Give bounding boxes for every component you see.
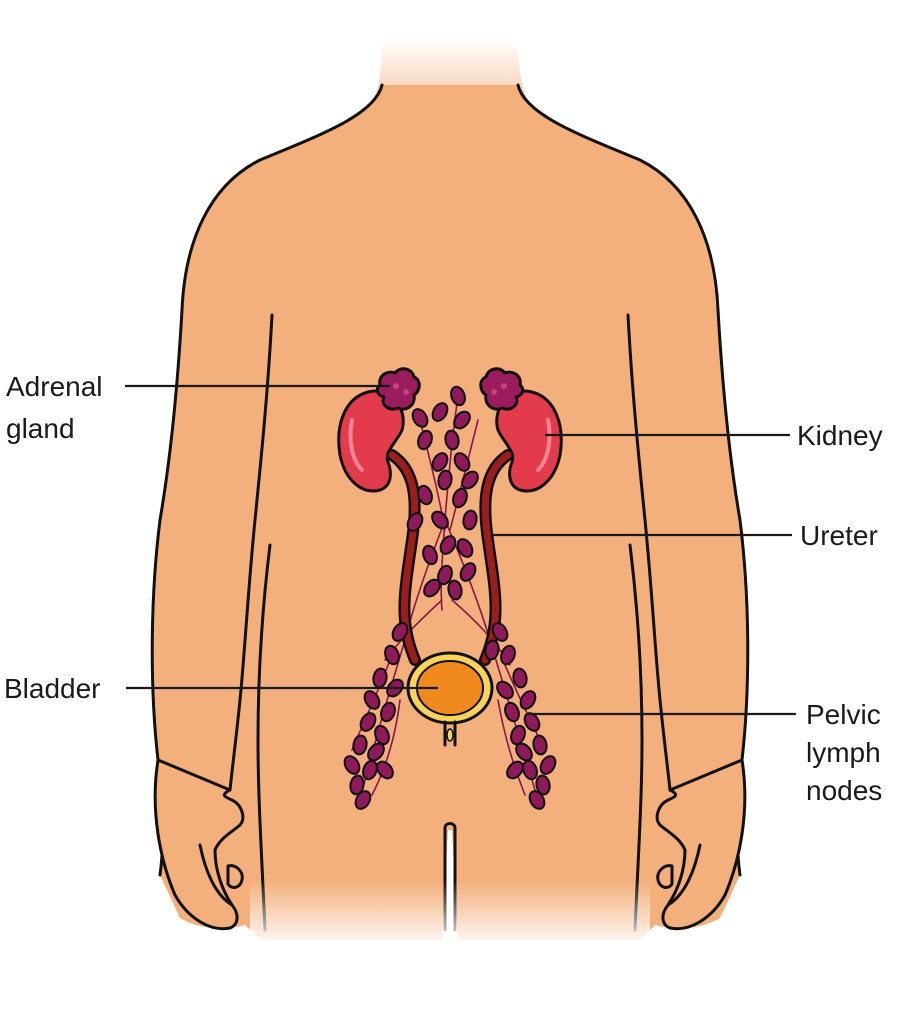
bladder-label: Bladder	[4, 673, 101, 704]
lymph-node	[444, 429, 460, 451]
lymph-node	[422, 544, 438, 566]
lymph-node	[462, 509, 478, 531]
left-hand	[153, 758, 245, 931]
lymph-node	[391, 622, 409, 642]
lymph-node	[456, 538, 474, 558]
lymph-node	[450, 385, 466, 407]
lymph-node	[406, 512, 424, 532]
lymph-node	[376, 760, 394, 780]
adrenal-gland-label: Adrenal gland	[6, 371, 110, 444]
lymph-node	[439, 535, 457, 555]
lymph-node	[453, 452, 471, 472]
lymph-node	[384, 644, 400, 666]
lymph-node	[532, 734, 548, 756]
lymph-node	[528, 790, 546, 810]
lymph-node	[437, 564, 453, 586]
lymph-nodes	[343, 385, 557, 810]
lymph-node	[447, 579, 463, 601]
lymph-node	[349, 774, 365, 796]
lymph-node	[367, 742, 385, 762]
kidney-label: Kidney	[797, 420, 883, 451]
legs-fade	[250, 880, 650, 950]
lymph-node	[417, 429, 433, 451]
lymph-node	[535, 774, 551, 796]
lymph-node	[431, 402, 449, 422]
lymph-node	[431, 452, 449, 472]
bladder	[406, 651, 494, 747]
lymph-node	[452, 487, 468, 509]
lymph-node	[352, 734, 368, 756]
lymph-node	[522, 759, 538, 781]
lymph-node	[453, 410, 471, 430]
lymph-node	[519, 690, 537, 710]
lymph-node	[461, 470, 479, 490]
lymph-node	[437, 469, 453, 491]
lymph-node	[539, 755, 557, 775]
lymph-node	[343, 755, 361, 775]
ureter-label: Ureter	[800, 520, 878, 551]
lymph-node	[362, 759, 378, 781]
right-hand	[655, 758, 747, 931]
lymph-node	[484, 639, 500, 661]
lymph-node	[496, 680, 514, 700]
lymph-node	[515, 742, 533, 762]
lymph-node	[523, 712, 541, 732]
right-kidney	[495, 389, 563, 493]
lymph-node	[380, 701, 396, 723]
lymph-node	[363, 690, 381, 710]
lymph-node	[354, 790, 372, 810]
lymph-node	[491, 622, 509, 642]
pelvic-lymph-nodes-label: Pelvic lymph nodes	[806, 699, 888, 806]
left-kidney	[337, 389, 405, 493]
lymph-node	[512, 667, 528, 689]
left-adrenal-gland	[375, 367, 421, 411]
lymph-node	[504, 701, 520, 723]
lymph-node	[510, 724, 526, 746]
lymph-node	[500, 644, 516, 666]
right-adrenal-gland	[479, 367, 525, 411]
lymph-node	[506, 760, 524, 780]
lymph-node	[411, 408, 429, 428]
lymph-node	[459, 562, 477, 582]
lymph-node	[431, 510, 449, 530]
lymph-node	[374, 724, 390, 746]
lymph-node	[417, 484, 433, 506]
lymph-node	[423, 578, 441, 598]
lymph-node	[359, 712, 377, 732]
